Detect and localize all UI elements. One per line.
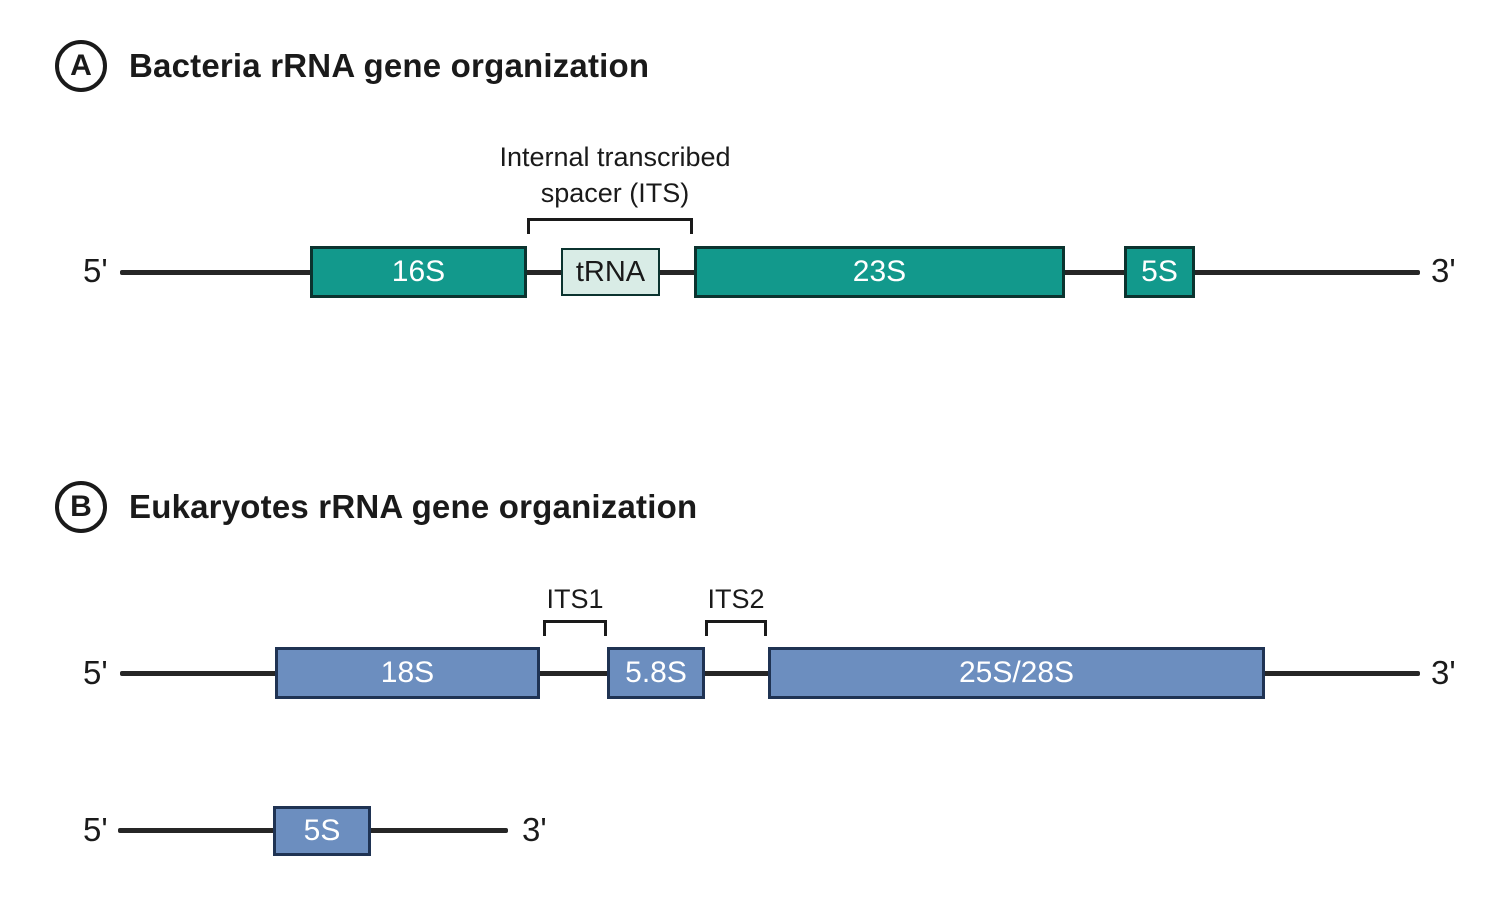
- section-a-header: A Bacteria rRNA gene organization: [55, 40, 649, 92]
- section-b-title: Eukaryotes rRNA gene organization: [129, 488, 698, 525]
- section-b-badge: B: [55, 481, 107, 533]
- section-b-header: B Eukaryotes rRNA gene organization: [55, 481, 697, 533]
- gene-box-5s-bacteria: 5S: [1124, 246, 1195, 298]
- gene-box-16s: 16S: [310, 246, 527, 298]
- its-bracket: [527, 218, 693, 234]
- its2-label: ITS2: [707, 584, 765, 614]
- its1-label: ITS1: [546, 584, 604, 614]
- its-annotation-line2: spacer (ITS): [540, 178, 690, 208]
- section-b-five-prime-label: 5': [83, 654, 108, 691]
- five-s-track-three-prime-label: 3': [522, 811, 547, 848]
- five-s-track-five-prime-label: 5': [83, 811, 108, 848]
- section-a-five-prime-label: 5': [83, 252, 108, 289]
- section-a-title: Bacteria rRNA gene organization: [129, 47, 650, 84]
- gene-box-trna: tRNA: [561, 248, 660, 296]
- gene-box-5-8s: 5.8S: [607, 647, 705, 699]
- gene-box-18s: 18S: [275, 647, 540, 699]
- gene-box-25s-28s: 25S/28S: [768, 647, 1265, 699]
- its2-bracket: [705, 620, 767, 636]
- section-a-badge: A: [55, 40, 107, 92]
- gene-box-23s: 23S: [694, 246, 1065, 298]
- section-a-three-prime-label: 3': [1431, 252, 1456, 289]
- its-annotation-line1: Internal transcribed: [499, 142, 731, 172]
- section-b-three-prime-label: 3': [1431, 654, 1456, 691]
- its-annotation: Internal transcribed spacer (ITS): [440, 139, 790, 211]
- gene-box-5s-eukaryote: 5S: [273, 806, 371, 856]
- its1-bracket: [543, 620, 607, 636]
